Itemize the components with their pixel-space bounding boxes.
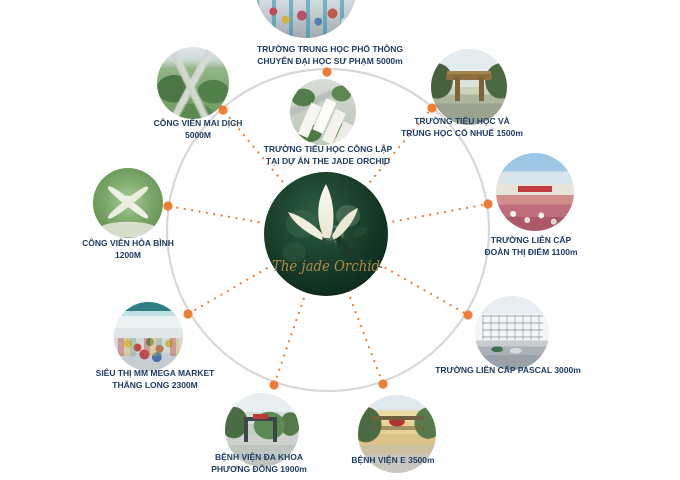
- label-line1: TRƯỜNG TIỂU HỌC CÔNG LẬP: [263, 144, 393, 154]
- project-logo-text: The jade Orchid: [272, 257, 380, 275]
- co-nhue-school-gate-photo: [431, 49, 507, 125]
- location-label: TRƯỜNG TIỂU HỌC VÀ TRUNG HỌC CỔ NHUẾ 150…: [401, 116, 523, 139]
- label-line1: SIÊU THỊ MM MEGA MARKET: [95, 368, 215, 378]
- label-line2: CHUYÊN ĐẠI HỌC SƯ PHẠM 5000m: [257, 55, 403, 66]
- label-line1: BỆNH VIỆN ĐA KHOA: [215, 452, 303, 462]
- location-label: BỆNH VIỆN E 3500m: [351, 455, 434, 467]
- mega-market-interior-photo: [114, 302, 183, 371]
- label-line1: TRƯỜNG TIỂU HỌC VÀ: [414, 116, 510, 126]
- label-line2: THĂNG LONG 2300M: [112, 379, 198, 390]
- pascal-school-building-photo: [475, 296, 549, 370]
- orchid-logo: The jade Orchid: [264, 172, 388, 296]
- location-label: TRƯỜNG TIỂU HỌC CÔNG LẬP TẠI DỰ ÁN THE J…: [264, 144, 393, 167]
- location-label: SIÊU THỊ MM MEGA MARKET THĂNG LONG 2300M: [96, 368, 215, 391]
- phuong-dong-hospital-gate-photo: [225, 393, 299, 467]
- orbit-node-dots: [163, 67, 493, 390]
- label-line1: CÔNG VIÊN HÒA BÌNH: [82, 238, 174, 248]
- label-line2: 1200M: [115, 249, 141, 260]
- location-label: BỆNH VIỆN ĐA KHOA PHƯƠNG ĐÔNG 1900m: [211, 452, 307, 475]
- label-line1: TRƯỜNG LIÊN CẤP: [490, 235, 572, 245]
- label-line2: 5000M: [185, 129, 211, 140]
- location-label: CÔNG VIÊN HÒA BÌNH 1200M: [82, 238, 174, 261]
- label-line1: CÔNG VIÊN MAI DỊCH: [153, 118, 243, 128]
- benh-vien-e-gate-photo: [358, 395, 436, 473]
- label-line1: TRƯỜNG TRUNG HỌC PHỔ THÔNG: [256, 44, 404, 54]
- location-label: CÔNG VIÊN MAI DỊCH 5000M: [154, 118, 243, 141]
- hoa-binh-park-aerial-photo: [93, 168, 163, 238]
- label-line2: PHƯƠNG ĐÔNG 1900m: [211, 463, 307, 474]
- label-line2: ĐOÀN THỊ ĐIỂM 1100m: [484, 246, 578, 257]
- label-line2: TRUNG HỌC CỔ NHUẾ 1500m: [401, 127, 523, 138]
- doan-thi-diem-school-photo: [496, 153, 574, 231]
- location-label: TRƯỜNG TRUNG HỌC PHỔ THÔNG CHUYÊN ĐẠI HỌ…: [257, 44, 403, 67]
- mai-dich-park-aerial-photo: [157, 47, 229, 119]
- location-label: TRƯỜNG LIÊN CẤP PASCAL 3000m: [435, 365, 581, 377]
- dotted-connector-lines: [167, 107, 489, 386]
- project-center-circle: The jade Orchid: [264, 172, 388, 296]
- label-line1: TRƯỜNG LIÊN CẤP PASCAL 3000m: [435, 365, 581, 375]
- location-label: TRƯỜNG LIÊN CẤP ĐOÀN THỊ ĐIỂM 1100m: [484, 235, 577, 258]
- orchid-flower-icon: [288, 184, 382, 268]
- label-line2: TẠI DỰ ÁN THE JADE ORCHID: [265, 155, 391, 166]
- label-line1: BỆNH VIỆN E 3500m: [351, 455, 435, 465]
- project-school-aerial-photo: [290, 79, 356, 145]
